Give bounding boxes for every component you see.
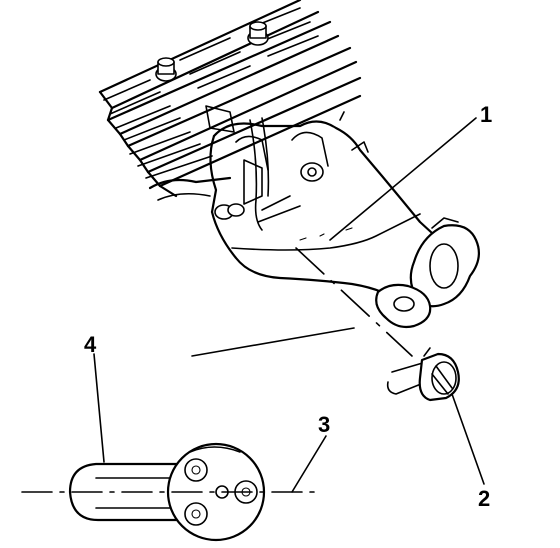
leader-1 [329,117,477,241]
leader-4 [93,353,105,463]
leader-lines [93,117,485,493]
manifold-bolt [214,203,245,220]
oxygen-sensor [386,347,460,402]
manifold-stud [300,162,324,182]
exhaust-manifold [205,105,481,329]
valve-cover [98,0,362,201]
callout-2: 2 [478,486,490,511]
callout-4: 4 [84,332,97,357]
leader-3 [291,435,327,493]
center-lines [21,247,413,493]
callout-1: 1 [480,102,492,127]
callout-3: 3 [318,412,330,437]
cover-bolt-2 [247,21,269,46]
cover-bolt-1 [155,57,177,82]
leader-2 [451,393,485,485]
